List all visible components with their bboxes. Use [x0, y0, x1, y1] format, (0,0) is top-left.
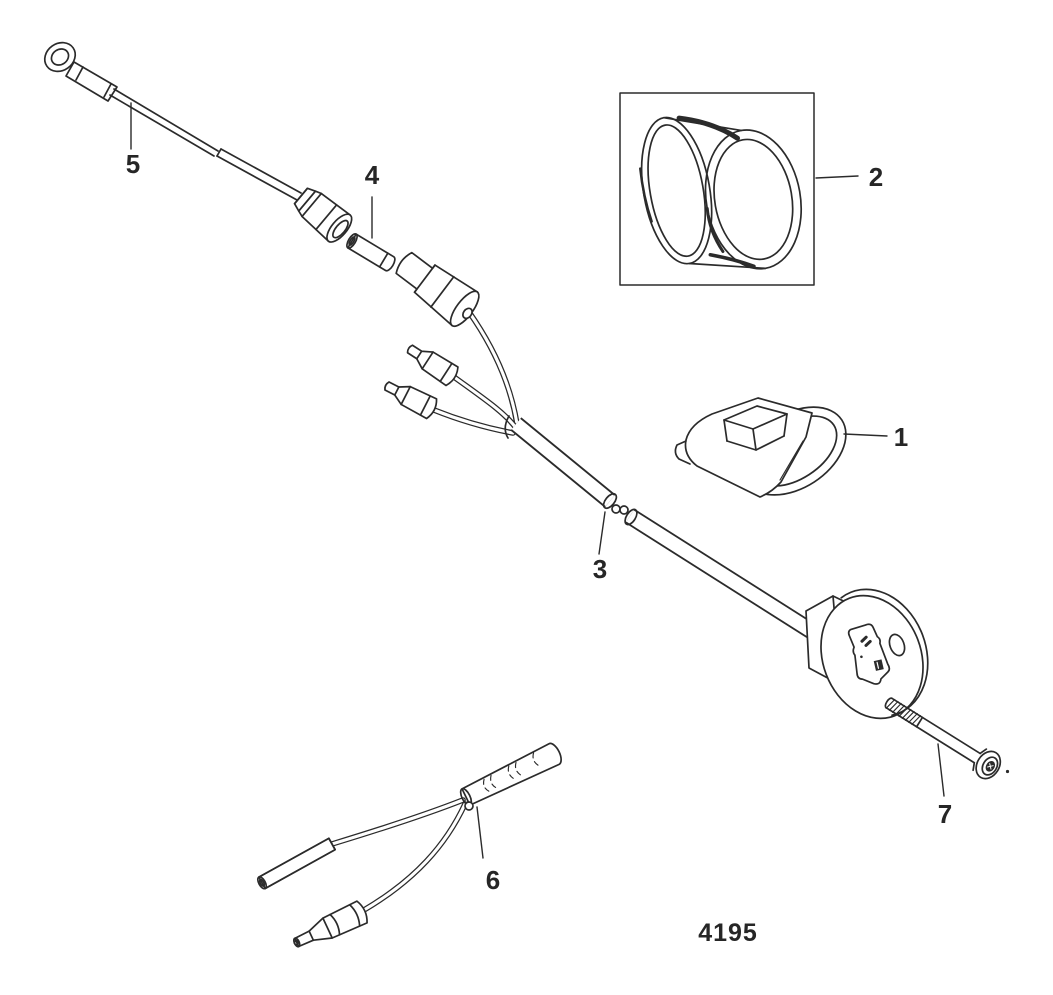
sleeve-connector — [256, 837, 337, 890]
callout-label-6: 6 — [486, 865, 500, 895]
callout-label-3: 3 — [593, 554, 607, 584]
part-1-retainer-bracket — [674, 397, 847, 498]
bullet-receptacle-connector — [293, 187, 353, 243]
callout-leader-1 — [843, 433, 888, 437]
callout-label-4: 4 — [365, 160, 380, 190]
part-3-wire-harness — [384, 251, 621, 514]
switch-plate — [847, 623, 891, 685]
part-7-screw — [884, 697, 1010, 780]
drawing-number: 4195 — [698, 919, 758, 947]
callout-leader-2 — [815, 175, 859, 179]
harness-sheath — [459, 742, 562, 807]
part-5-ring-terminal-lead — [43, 41, 353, 243]
part-6-jumper-harness — [256, 742, 562, 948]
bullet-connector-lower — [384, 381, 438, 420]
bullet-plug-connector — [292, 900, 368, 948]
callout-leader-7 — [937, 743, 945, 797]
switch-housing-assembly — [619, 505, 929, 720]
part-2-retainer-sleeve — [619, 92, 815, 286]
callout-label-2: 2 — [869, 162, 883, 192]
bullet-connector-upper — [406, 344, 459, 387]
harness-main-connector — [395, 251, 480, 328]
part-4-sleeve — [346, 233, 396, 272]
callout-leader-6 — [476, 806, 484, 859]
callout-leader-3 — [598, 511, 606, 555]
callout-label-1: 1 — [894, 422, 908, 452]
callout-label-7: 7 — [938, 799, 952, 829]
callout-label-5: 5 — [126, 149, 140, 179]
ring-terminal — [43, 41, 77, 73]
part-2-box — [619, 92, 815, 286]
